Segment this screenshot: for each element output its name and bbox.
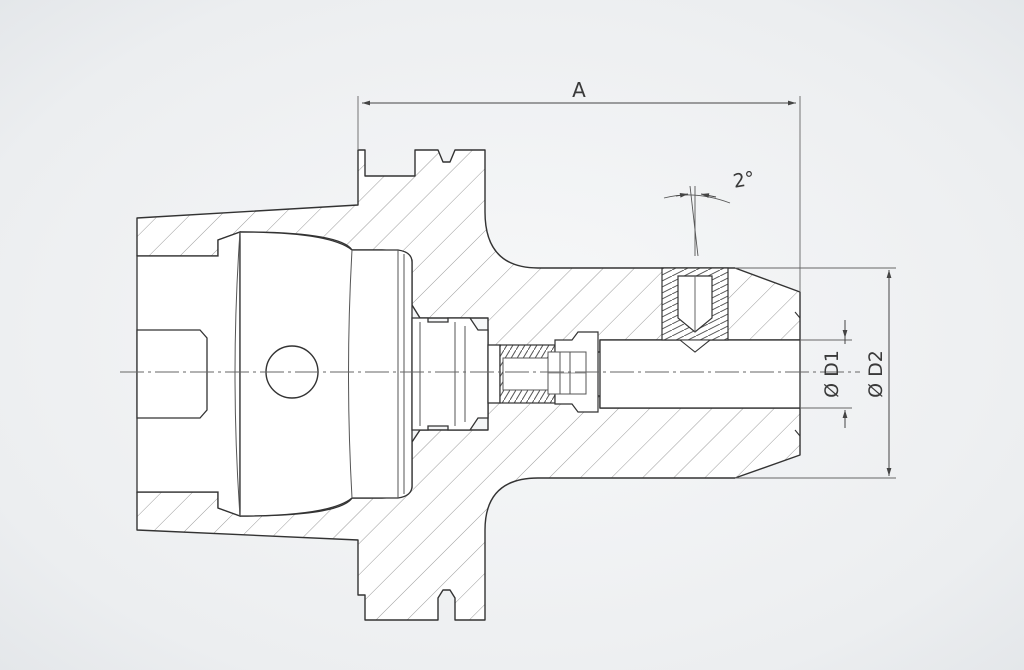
dimension-a-label: A bbox=[572, 78, 586, 102]
dimension-d2: Ø D2 bbox=[735, 267, 896, 479]
interior-cavities bbox=[136, 231, 801, 517]
dimension-d2-label: Ø D2 bbox=[865, 350, 887, 398]
dimension-a: A bbox=[357, 78, 801, 292]
front-chamfer bbox=[794, 311, 801, 437]
angle-callout: 2° bbox=[663, 167, 757, 257]
neck bbox=[411, 317, 489, 431]
drive-slot bbox=[136, 329, 208, 419]
dimension-d1-label: Ø D1 bbox=[821, 350, 843, 398]
dimension-d1: Ø D1 bbox=[800, 320, 852, 428]
tool-bore bbox=[599, 339, 801, 409]
shaft bbox=[487, 344, 501, 404]
section-upper bbox=[136, 149, 801, 353]
section-lower bbox=[136, 395, 801, 621]
chamber-details bbox=[234, 231, 466, 517]
angle-label: 2° bbox=[731, 167, 756, 192]
holder-body bbox=[136, 149, 801, 621]
clamping-chamber bbox=[239, 231, 413, 517]
set-screw bbox=[661, 267, 729, 353]
